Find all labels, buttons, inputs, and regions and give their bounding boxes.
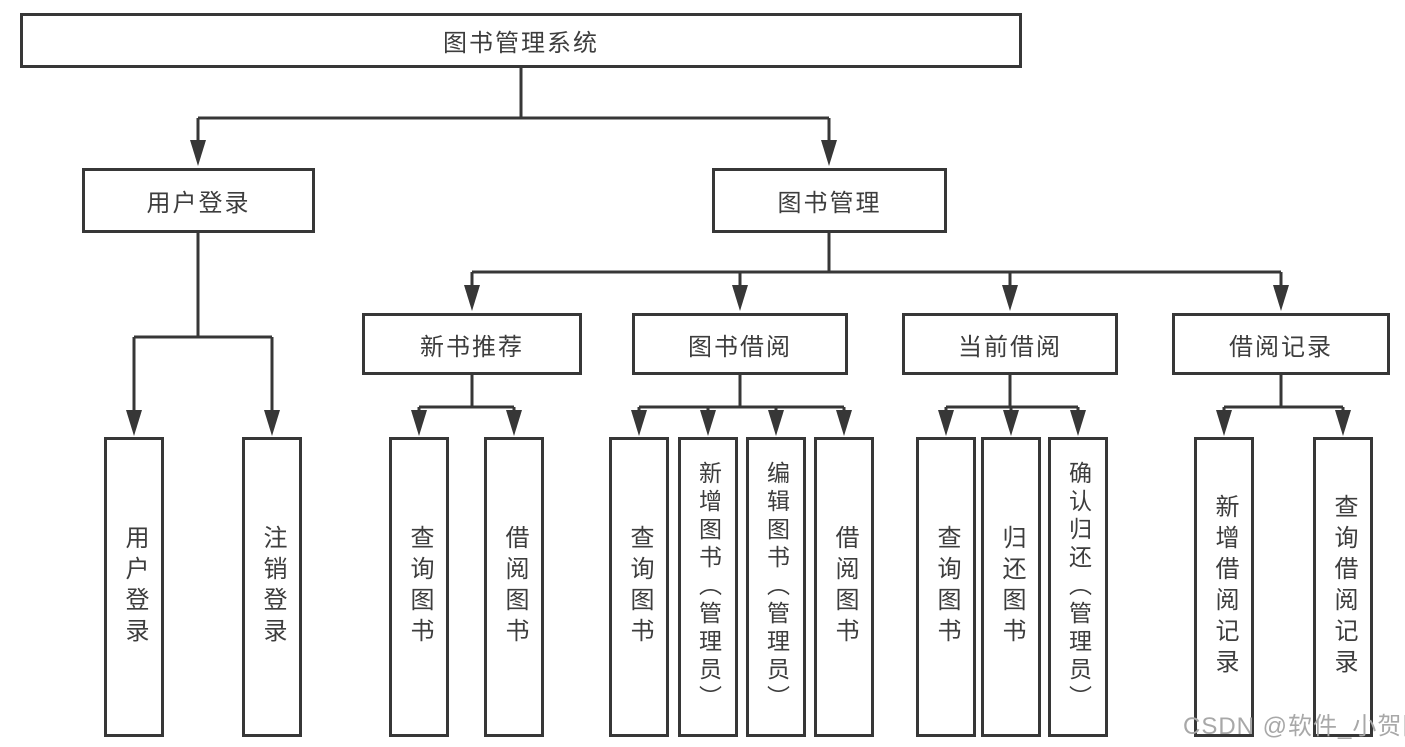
leaf-borrow-books-recommend: 借阅图书 bbox=[484, 437, 544, 737]
arrow-down-icon bbox=[836, 410, 852, 436]
arrow-down-icon bbox=[464, 285, 480, 311]
arrow-down-icon bbox=[1335, 410, 1351, 436]
arrow-down-icon bbox=[506, 410, 522, 436]
arrow-down-icon bbox=[126, 410, 142, 436]
leaf-edit-books-admin: 编辑图书（管理员） bbox=[746, 437, 806, 737]
leaf-query-borrow-record: 查询借阅记录 bbox=[1313, 437, 1373, 737]
leaf-borrow-books-borrowing: 借阅图书 bbox=[814, 437, 874, 737]
leaf-add-books-admin: 新增图书（管理员） bbox=[678, 437, 738, 737]
arrow-down-icon bbox=[411, 410, 427, 436]
node-book-management-branch: 图书管理 bbox=[712, 168, 947, 233]
leaf-user-login: 用户登录 bbox=[104, 437, 164, 737]
arrow-down-icon bbox=[821, 140, 837, 166]
arrow-down-icon bbox=[190, 140, 206, 166]
leaf-query-books-recommend: 查询图书 bbox=[389, 437, 449, 737]
node-current-borrowing: 当前借阅 bbox=[902, 313, 1118, 375]
arrow-down-icon bbox=[938, 410, 954, 436]
arrow-down-icon bbox=[1273, 285, 1289, 311]
leaf-add-borrow-record: 新增借阅记录 bbox=[1194, 437, 1254, 737]
arrow-down-icon bbox=[700, 410, 716, 436]
node-root-library-system: 图书管理系统 bbox=[20, 13, 1022, 68]
tree-edges bbox=[132, 68, 1345, 412]
node-borrowing-records: 借阅记录 bbox=[1172, 313, 1390, 375]
arrow-down-icon bbox=[1003, 410, 1019, 436]
node-book-borrowing: 图书借阅 bbox=[632, 313, 848, 375]
leaf-query-books-current: 查询图书 bbox=[916, 437, 976, 737]
arrow-down-icon bbox=[1002, 285, 1018, 311]
node-user-login-branch: 用户登录 bbox=[82, 168, 315, 233]
node-new-book-recommendation: 新书推荐 bbox=[362, 313, 582, 375]
leaf-query-books-borrowing: 查询图书 bbox=[609, 437, 669, 737]
arrow-down-icon bbox=[1216, 410, 1232, 436]
leaf-return-books: 归还图书 bbox=[981, 437, 1041, 737]
arrow-down-icon bbox=[631, 410, 647, 436]
csdn-watermark: CSDN @软件_小贺同学 bbox=[1183, 713, 1405, 740]
arrow-down-icon bbox=[732, 285, 748, 311]
arrow-down-icon bbox=[768, 410, 784, 436]
leaf-confirm-return-admin: 确认归还（管理员） bbox=[1048, 437, 1108, 737]
arrow-down-icon bbox=[1070, 410, 1086, 436]
leaf-logout: 注销登录 bbox=[242, 437, 302, 737]
arrow-down-icon bbox=[264, 410, 280, 436]
